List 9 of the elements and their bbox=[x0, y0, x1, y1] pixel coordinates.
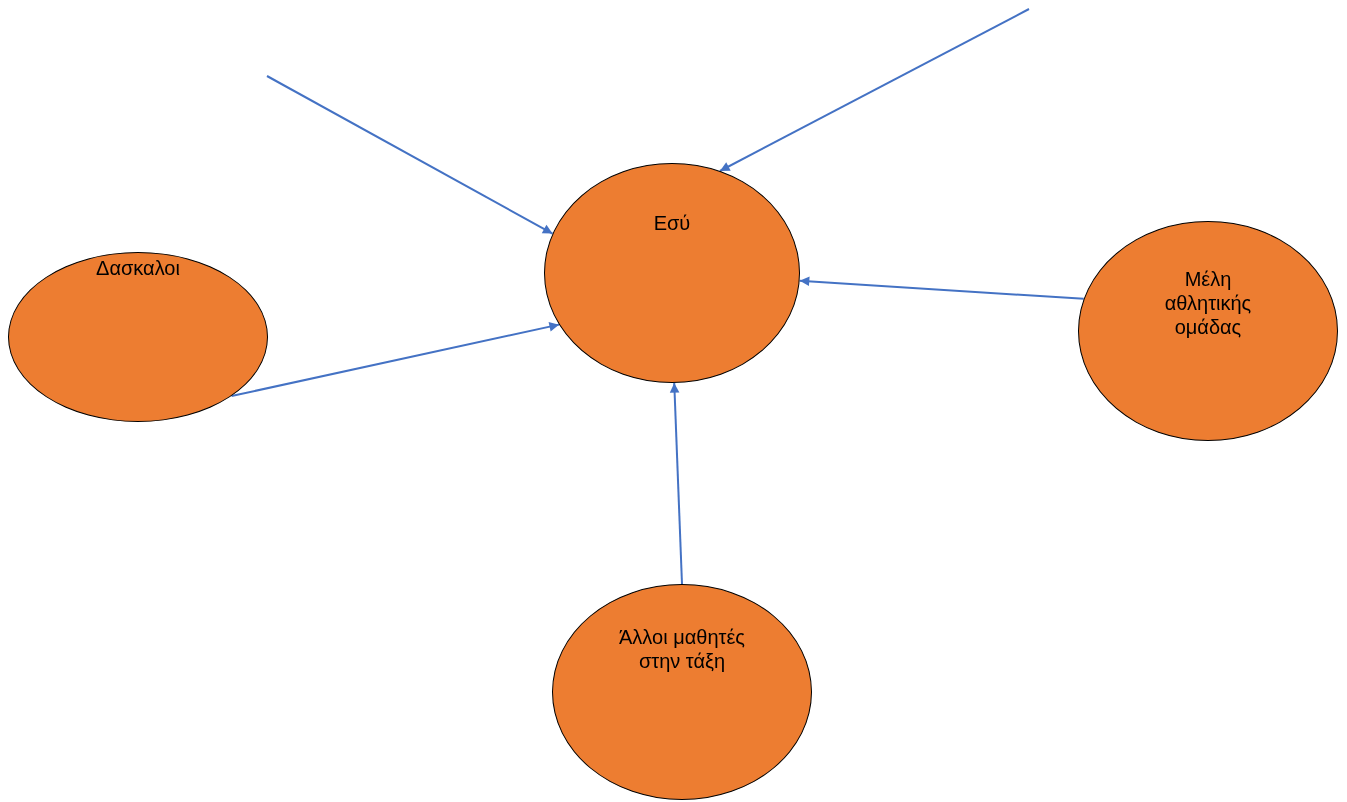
node-label: Μέλη αθλητικής ομάδας bbox=[1163, 267, 1253, 339]
arrow bbox=[669, 382, 683, 585]
node-label: Δασκαλοι bbox=[96, 256, 180, 280]
arrow bbox=[266, 75, 554, 235]
node-label: Άλλοι μαθητές στην τάξη bbox=[618, 625, 746, 673]
arrow bbox=[718, 8, 1030, 172]
arrow bbox=[798, 276, 1085, 300]
node-label: Εσύ bbox=[653, 211, 691, 235]
arrow bbox=[230, 322, 560, 398]
